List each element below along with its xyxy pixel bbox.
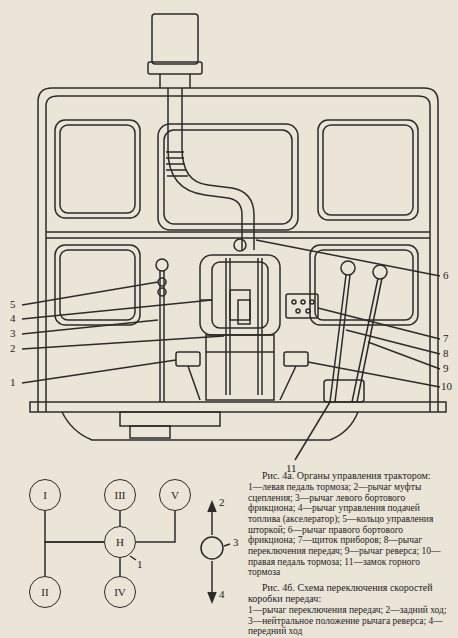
gear-gate-line: [136, 511, 175, 542]
gear-number: V: [171, 489, 179, 501]
callout-number: 6: [443, 269, 449, 281]
callout-number: 1: [137, 558, 143, 570]
callout-number: 10: [441, 380, 452, 392]
gear-number: Н: [116, 536, 124, 548]
figure-caption-body: 1—рычаг переключения передач; 2—задний х…: [248, 605, 452, 637]
callout-number: 1: [10, 376, 16, 388]
callout-number: 2: [10, 342, 16, 354]
figure-caption-heading: Рис. 4б. Схема переключения скоростей ко…: [248, 582, 452, 604]
gear-position-circle: I: [29, 479, 61, 511]
callout-number: 4: [219, 588, 225, 600]
callout-number: 8: [443, 347, 449, 359]
callout-number: 9: [443, 362, 449, 374]
gear-position-circle: Н: [104, 526, 136, 558]
gear-position-circle: II: [29, 576, 61, 608]
figure-caption-heading: Рис. 4а. Органы управления трактором:: [248, 470, 452, 481]
figure-caption-body: 1—левая педаль тормоза; 2—рычаг муфты сц…: [248, 482, 452, 578]
gear-gate-line: [120, 511, 121, 526]
callout-number: 5: [10, 298, 16, 310]
gear-position-circle: IV: [104, 576, 136, 608]
callout-number: 3: [233, 536, 239, 548]
gear-position-circle: V: [159, 479, 191, 511]
gear-number: III: [115, 489, 126, 501]
gear-gate-line: [120, 558, 121, 576]
gear-gate-line: [45, 511, 104, 542]
callout-number: 4: [10, 312, 16, 324]
gear-position-circle: III: [104, 479, 136, 511]
gear-gate-line: [45, 542, 104, 576]
gear-number: I: [43, 489, 47, 501]
callout-number: 7: [443, 332, 449, 344]
callout-number: 2: [219, 496, 225, 508]
gear-number: IV: [114, 586, 126, 598]
gear-number: II: [41, 586, 48, 598]
callout-number: 3: [10, 327, 16, 339]
